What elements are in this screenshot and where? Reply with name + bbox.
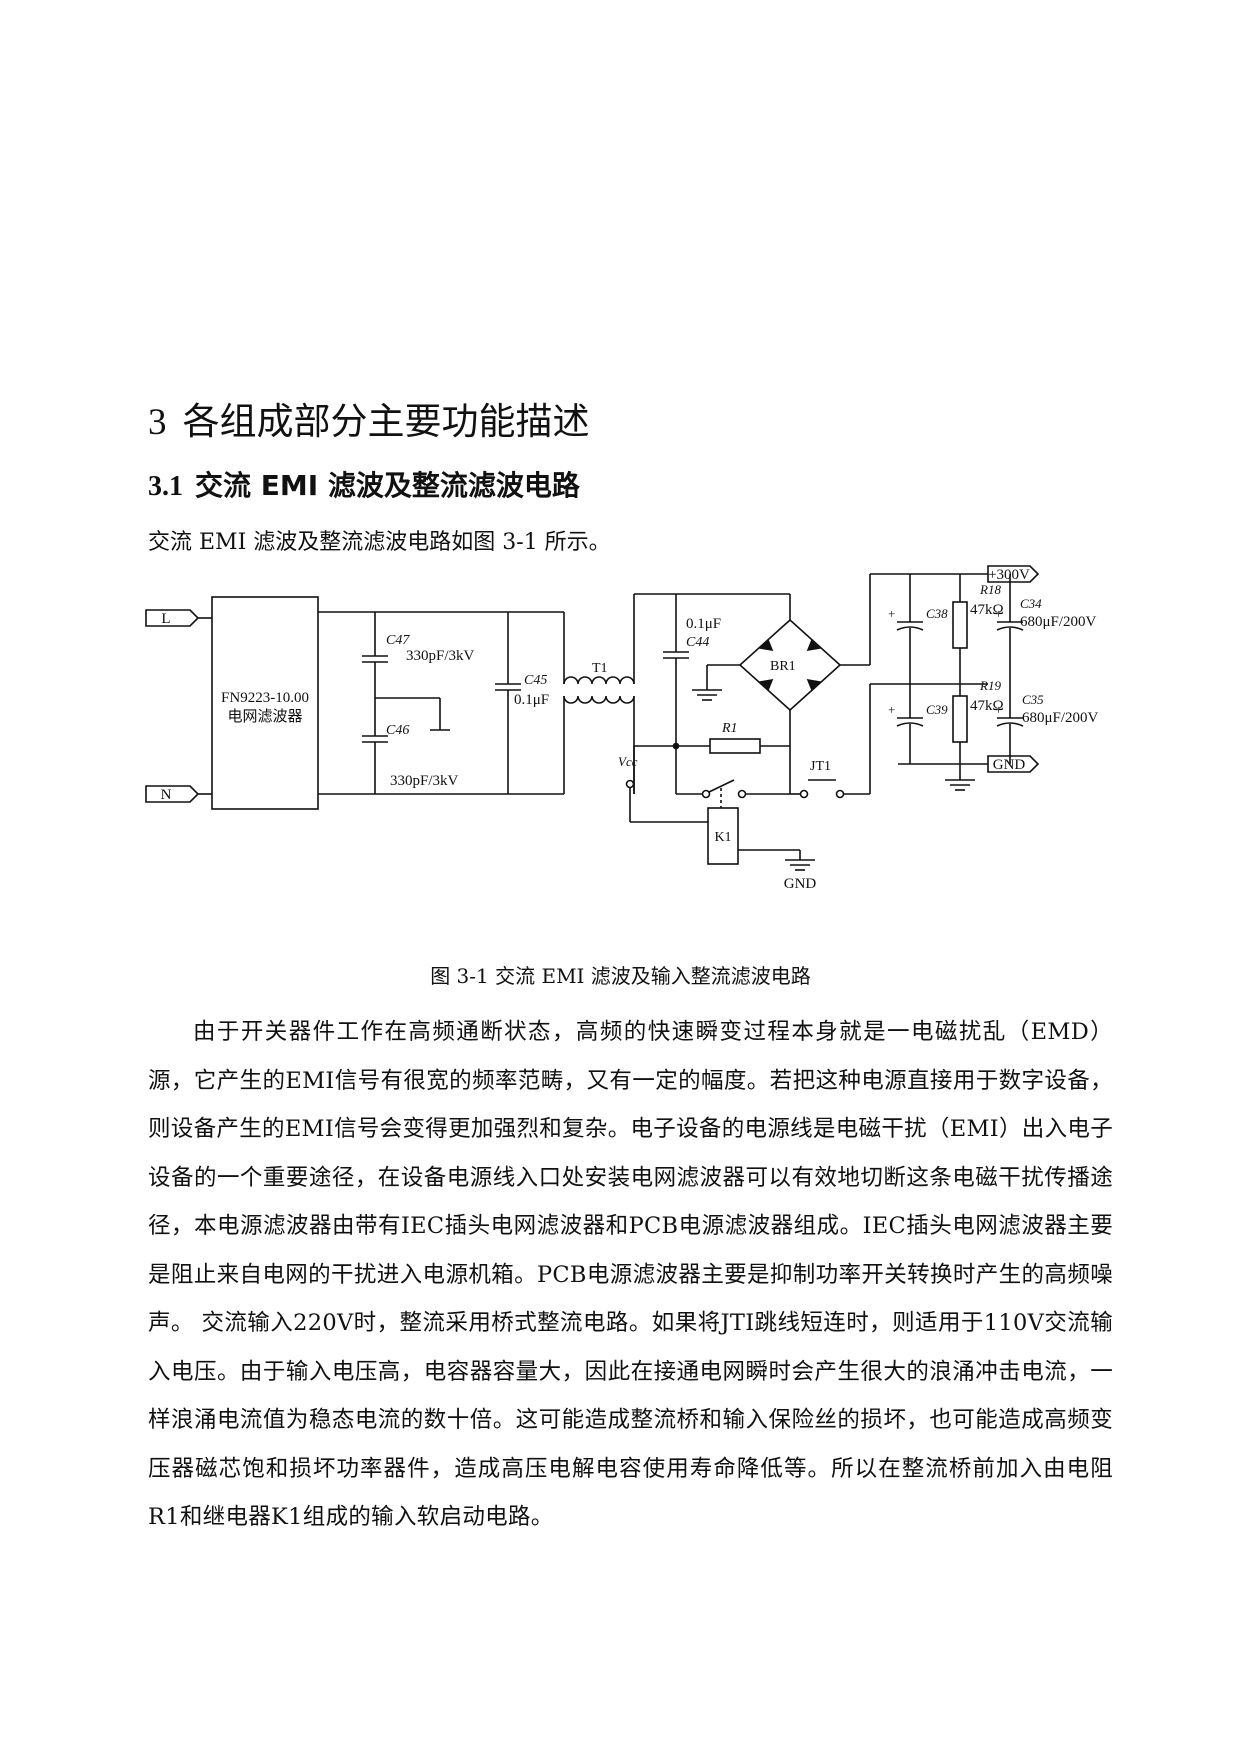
subsection-number: 3.1: [148, 471, 183, 502]
c46-value: 330pF/3kV: [390, 773, 459, 789]
c35-label: C35: [1022, 692, 1044, 707]
svg-text:+: +: [888, 606, 895, 621]
svg-text:T1: T1: [592, 661, 608, 676]
vcc-label: Vcc: [618, 754, 638, 769]
c47-label: C47: [386, 633, 410, 648]
section-title: 各组成部分主要功能描述: [182, 400, 590, 443]
section-number: 3: [148, 402, 167, 443]
figure-caption: 图 3-1 交流 EMI 滤波及输入整流滤波电路: [430, 964, 811, 988]
intro-text: 交流 EMI 滤波及整流滤波电路如图 3-1 所示。: [148, 530, 611, 555]
svg-text:K1: K1: [714, 830, 731, 845]
svg-text:FN9223-10.00: FN9223-10.00: [221, 690, 309, 706]
body-paragraph: 由于开关器件工作在高频通断状态，高频的快速瞬变过程本身就是一电磁扰乱（EMD）源…: [148, 1019, 1113, 1530]
section-heading: 3 各组成部分主要功能描述: [148, 398, 590, 447]
jt1-label: JT1: [810, 759, 831, 774]
emi-filter-block: FN9223-10.00 电网滤波器: [211, 596, 319, 810]
r19-value: 47kΩ: [970, 698, 1004, 714]
c34-value: 680μF/200V: [1020, 614, 1097, 630]
svg-text:+: +: [995, 606, 1002, 621]
c46-label: C46: [386, 723, 409, 738]
r19-label: R19: [979, 678, 1001, 693]
c45-label: C45: [524, 673, 547, 688]
svg-text:+: +: [888, 702, 895, 717]
resistor-r19: [952, 695, 968, 743]
c44-value: 0.1μF: [686, 616, 721, 632]
transformer-t1: T1: [563, 612, 635, 794]
svg-text:电网滤波器: 电网滤波器: [227, 708, 302, 725]
c38-label: C38: [926, 606, 948, 621]
c44-label: C44: [686, 635, 709, 650]
bridge-rectifier-br1: BR1: [738, 618, 842, 712]
gnd-bottom-label: GND: [784, 876, 817, 892]
subsection-title: 交流 EMI 滤波及整流滤波电路: [195, 469, 580, 502]
svg-text:GND: GND: [993, 757, 1026, 773]
r18-value: 47kΩ: [970, 602, 1004, 618]
relay-k1: K1: [707, 807, 739, 865]
resistor-r18: [952, 601, 968, 649]
subsection-heading: 3.1 交流 EMI 滤波及整流滤波电路: [148, 466, 580, 507]
r18-label: R18: [979, 582, 1001, 597]
c45-value: 0.1μF: [514, 692, 549, 708]
svg-text:L: L: [161, 611, 170, 627]
c34-label: C34: [1020, 596, 1042, 611]
svg-text:+: +: [995, 702, 1002, 717]
input-terminal-L: L: [145, 609, 200, 627]
circuit-diagram: L N FN9223-10.00 电网滤波器: [145, 565, 1099, 892]
output-terminal-300v: +300V: [987, 565, 1040, 583]
c39-label: C39: [926, 702, 948, 717]
output-terminal-gnd: GND: [987, 755, 1040, 773]
r1-label: R1: [721, 721, 738, 736]
circuit-figure: L N FN9223-10.00 电网滤波器: [140, 560, 1180, 960]
svg-text:BR1: BR1: [770, 659, 796, 674]
svg-text:N: N: [161, 787, 172, 803]
c35-value: 680μF/200V: [1022, 710, 1099, 726]
input-terminal-N: N: [145, 785, 200, 803]
svg-text:+300V: +300V: [988, 567, 1030, 583]
resistor-r1: [709, 738, 761, 754]
c47-value: 330pF/3kV: [406, 648, 475, 664]
